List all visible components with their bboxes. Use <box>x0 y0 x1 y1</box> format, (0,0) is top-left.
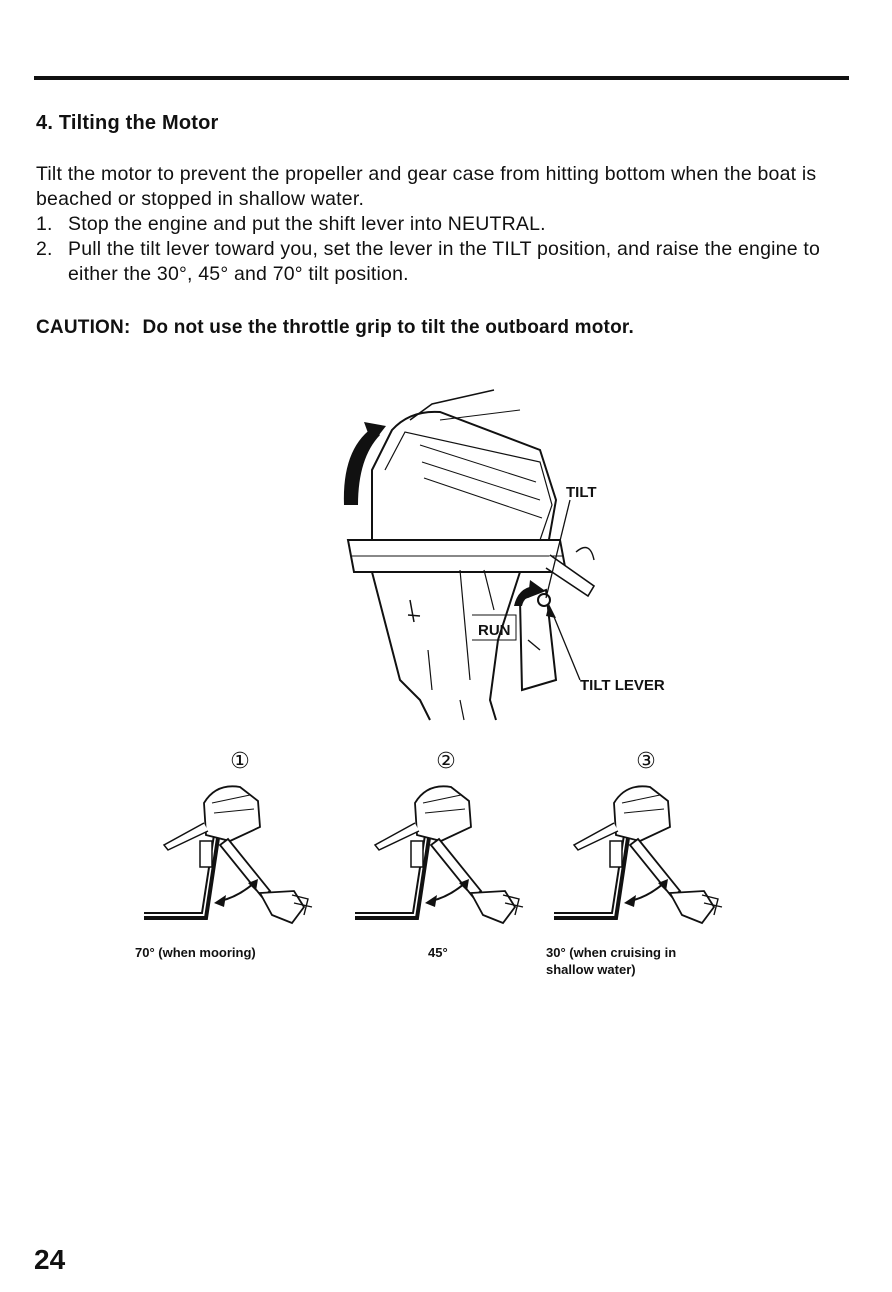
tilt-position-30: ③ 30° (when cruising in shallow water) <box>546 749 724 977</box>
position-caption-line2: shallow water) <box>546 962 636 977</box>
run-label: RUN <box>478 622 511 639</box>
position-marker: ① <box>230 749 250 774</box>
list-item: 1. Stop the engine and put the shift lev… <box>36 212 856 237</box>
step-text: Pull the tilt lever toward you, set the … <box>68 238 821 285</box>
step-text: Stop the engine and put the shift lever … <box>68 213 546 235</box>
section-heading: 4. Tilting the Motor <box>36 112 219 134</box>
intro-paragraph: Tilt the motor to prevent the propeller … <box>36 163 817 210</box>
position-caption: 30° (when cruising in <box>546 945 676 960</box>
position-marker: ③ <box>636 749 656 774</box>
caution-notice: CAUTION: Do not use the throttle grip to … <box>36 317 634 339</box>
position-caption: 70° (when mooring) <box>135 945 256 960</box>
position-caption: 45° <box>428 945 448 960</box>
position-marker: ② <box>436 749 456 774</box>
caution-label: CAUTION: <box>36 317 131 338</box>
step-number: 2. <box>36 238 53 260</box>
top-rule <box>34 76 849 80</box>
instructions-text: Tilt the motor to prevent the propeller … <box>36 162 856 287</box>
outboard-motor-figure <box>343 389 596 721</box>
tilt-position-45: ② 45° <box>353 749 525 960</box>
list-item: 2. Pull the tilt lever toward you, set t… <box>36 237 856 287</box>
step-number: 1. <box>36 213 53 235</box>
tilt-position-70: ① 70° (when mooring) <box>135 749 314 960</box>
tilt-lever-label: TILT LEVER <box>580 677 665 694</box>
caution-text: Do not use the throttle grip to tilt the… <box>142 317 634 338</box>
page-number: 24 <box>34 1244 66 1275</box>
steps-list: 1. Stop the engine and put the shift lev… <box>36 212 856 287</box>
tilt-label: TILT <box>566 484 597 501</box>
